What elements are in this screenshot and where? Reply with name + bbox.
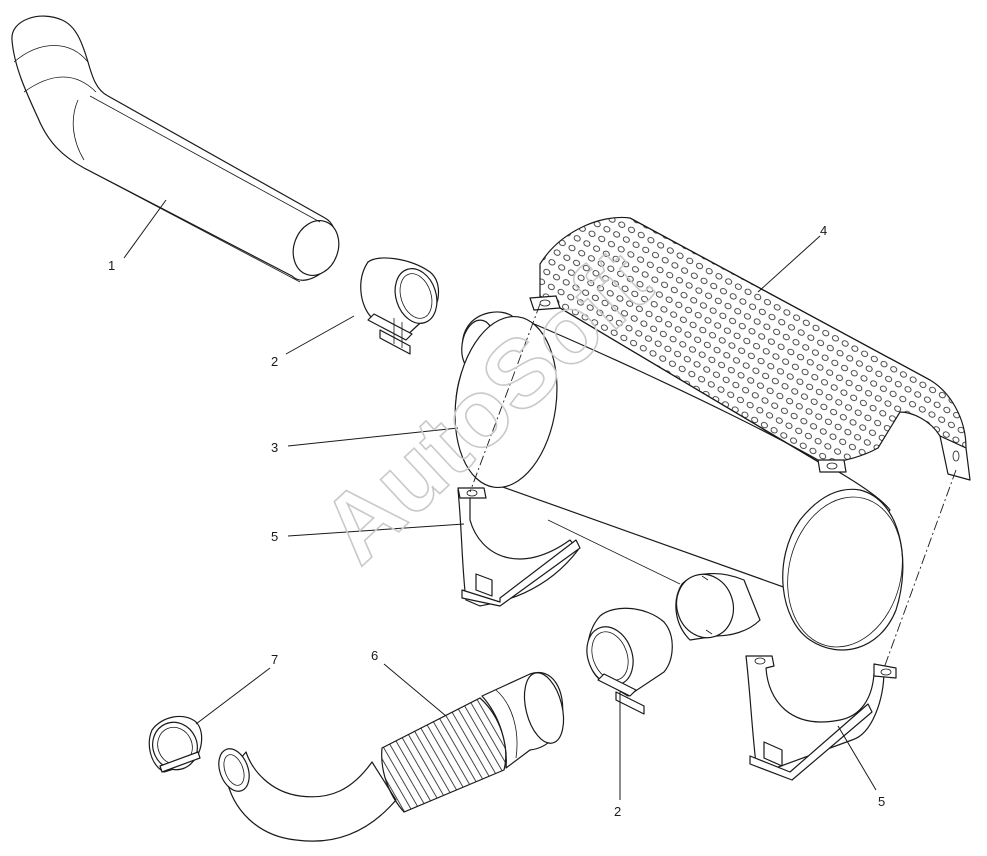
band-clamp-part-2-lower: [586, 607, 673, 715]
saddle-bracket-part-5-left: [457, 487, 581, 607]
band-clamp-part-2-upper: [360, 257, 440, 355]
callout-2-upper: 2: [271, 354, 278, 369]
callout-1: 1: [108, 258, 115, 273]
muffler-part-3: [454, 311, 904, 651]
callout-6: 6: [371, 648, 378, 663]
hose-clamp-part-7: [148, 715, 203, 773]
callout-5-left: 5: [271, 529, 278, 544]
callout-2-lower: 2: [614, 804, 621, 819]
callout-5-right: 5: [878, 794, 885, 809]
leader-lines: [123, 199, 877, 800]
callout-4: 4: [820, 223, 827, 238]
saddle-bracket-part-5-right: [745, 655, 897, 781]
callout-3: 3: [271, 440, 278, 455]
exhaust-pipe-part-1: [11, 15, 340, 283]
assembly-centerlines: [469, 303, 957, 669]
heat-shield-part-4: [529, 216, 971, 481]
callout-7: 7: [271, 652, 278, 667]
flexible-pipe-part-6: [218, 671, 565, 842]
